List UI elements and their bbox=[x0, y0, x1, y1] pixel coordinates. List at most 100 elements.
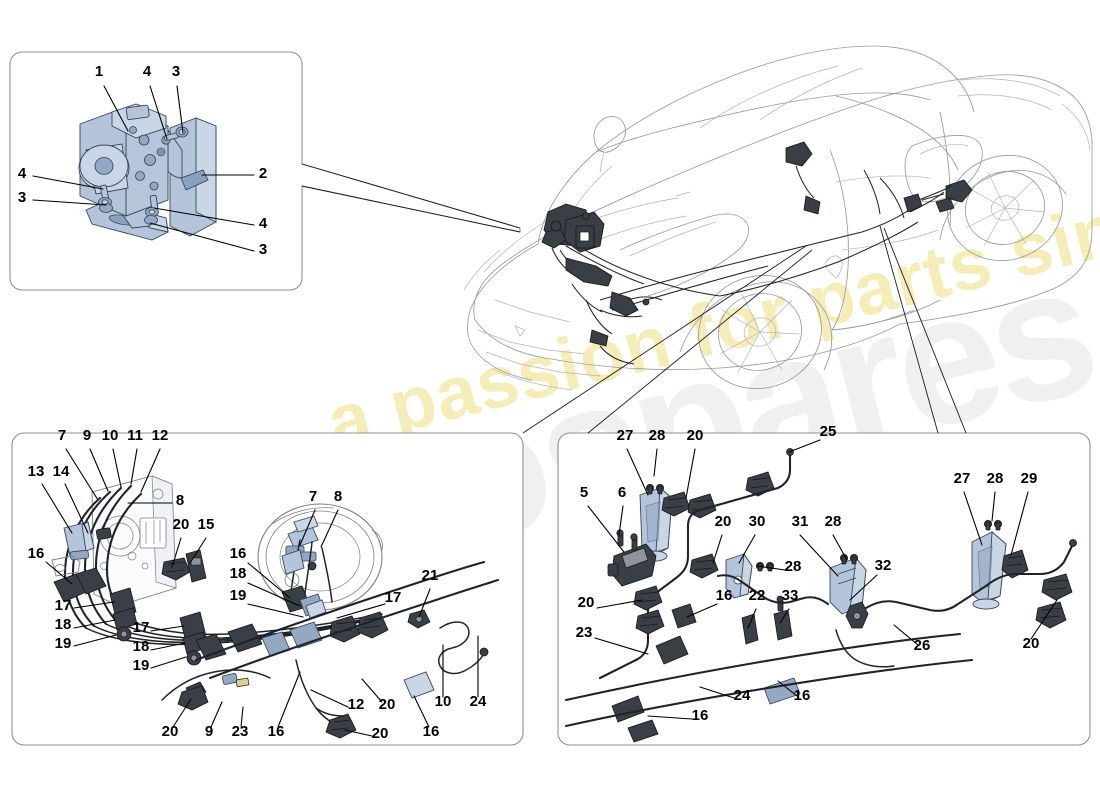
callout-1: 1 bbox=[95, 63, 129, 132]
callout-16: 16 bbox=[413, 695, 439, 740]
callout-number: 19 bbox=[133, 657, 150, 674]
callout-number: 16 bbox=[28, 545, 45, 562]
bolts-6 bbox=[616, 529, 638, 551]
callout-number: 24 bbox=[734, 687, 751, 704]
callout-8: 8 bbox=[127, 492, 184, 509]
callout-leader bbox=[103, 85, 129, 132]
callout-leader bbox=[699, 686, 735, 699]
callout-number: 33 bbox=[782, 587, 799, 604]
callout-leader bbox=[361, 678, 383, 703]
callout-leader bbox=[171, 537, 182, 568]
callout-number: 6 bbox=[618, 484, 626, 501]
callout-leader bbox=[626, 448, 649, 496]
callout-number: 8 bbox=[334, 488, 342, 505]
callout-number: 28 bbox=[987, 470, 1004, 487]
callout-20: 20 bbox=[171, 516, 190, 568]
clips-20-top bbox=[661, 471, 775, 519]
callout-number: 16 bbox=[794, 687, 811, 704]
callout-leader bbox=[310, 689, 349, 708]
callout-leader bbox=[112, 448, 122, 488]
callout-leader bbox=[149, 222, 255, 252]
callout-number: 17 bbox=[133, 619, 150, 636]
callout-27: 27 bbox=[954, 470, 983, 546]
callout-number: 16 bbox=[716, 587, 733, 604]
callout-leader bbox=[413, 695, 430, 728]
callout-number: 18 bbox=[133, 638, 150, 655]
callout-23: 23 bbox=[576, 624, 649, 655]
callout-16: 16 bbox=[777, 680, 811, 704]
callout-28: 28 bbox=[756, 558, 801, 575]
callout-3: 3 bbox=[172, 63, 184, 134]
callout-leader bbox=[1010, 491, 1029, 556]
fastener-lower-right bbox=[144, 194, 159, 225]
callout-number: 28 bbox=[825, 513, 842, 530]
callout-10: 10 bbox=[435, 644, 451, 710]
callout-leader bbox=[32, 175, 104, 190]
callout-18: 18 bbox=[133, 638, 186, 655]
callout-number: 10 bbox=[102, 427, 119, 444]
callout-leader bbox=[788, 439, 821, 453]
callout-28: 28 bbox=[987, 470, 1004, 522]
callout-number: 17 bbox=[55, 597, 72, 614]
callout-26: 26 bbox=[893, 624, 930, 654]
callout-number: 23 bbox=[576, 624, 593, 641]
callout-leader bbox=[320, 509, 339, 548]
callout-4: 4 bbox=[18, 165, 104, 190]
callout-number: 19 bbox=[230, 587, 247, 604]
callout-leader bbox=[777, 680, 798, 697]
callout-leader bbox=[32, 199, 107, 206]
abs-unit-drawing bbox=[78, 103, 217, 241]
callout-number: 7 bbox=[309, 488, 317, 505]
callout-17: 17 bbox=[55, 597, 115, 614]
callout-leader bbox=[596, 599, 643, 609]
callout-leader bbox=[140, 448, 161, 493]
callout-leader bbox=[653, 448, 658, 477]
clips-20-left-col bbox=[633, 585, 665, 635]
bolts-28-right bbox=[840, 554, 859, 565]
callout-16: 16 bbox=[230, 545, 291, 599]
callout-number: 19 bbox=[55, 635, 72, 652]
callout-leader bbox=[277, 671, 301, 728]
callout-20: 20 bbox=[162, 698, 192, 740]
callout-28: 28 bbox=[649, 427, 666, 477]
grommet-pair-16 bbox=[53, 567, 107, 603]
bolts-28-left bbox=[646, 483, 665, 495]
bracket-31 bbox=[829, 556, 869, 629]
callout-number: 23 bbox=[232, 723, 249, 740]
callout-19: 19 bbox=[133, 656, 187, 674]
callout-number: 20 bbox=[1023, 635, 1040, 652]
callout-number: 20 bbox=[162, 723, 179, 740]
callout-number: 20 bbox=[173, 516, 190, 533]
callout-leader bbox=[738, 534, 756, 564]
callout-20: 20 bbox=[685, 427, 703, 499]
callout-number: 31 bbox=[792, 513, 809, 530]
callout-number: 32 bbox=[875, 557, 892, 574]
callout-32: 32 bbox=[849, 557, 892, 601]
callout-number: 16 bbox=[692, 707, 709, 724]
callout-number: 28 bbox=[649, 427, 666, 444]
callout-29: 29 bbox=[1010, 470, 1038, 556]
callout-30: 30 bbox=[738, 513, 766, 564]
bolts-28-far-right bbox=[984, 520, 1003, 531]
callout-3: 3 bbox=[149, 222, 267, 258]
callout-leader bbox=[618, 505, 624, 536]
callout-33: 33 bbox=[779, 587, 799, 624]
callout-14: 14 bbox=[53, 463, 89, 534]
callout-number: 29 bbox=[1021, 470, 1038, 487]
callout-number: 30 bbox=[749, 513, 766, 530]
callout-number: 9 bbox=[83, 427, 91, 444]
callout-leader bbox=[130, 448, 138, 485]
callout-leader bbox=[65, 448, 99, 501]
callout-leader bbox=[686, 603, 718, 618]
callout-leader bbox=[176, 85, 184, 134]
callout-number: 8 bbox=[176, 492, 184, 509]
callout-8: 8 bbox=[320, 488, 342, 548]
callout-leader bbox=[247, 582, 301, 607]
callout-leader bbox=[45, 561, 73, 585]
callout-number: 11 bbox=[127, 427, 143, 444]
callout-number: 7 bbox=[58, 427, 66, 444]
callout-3: 3 bbox=[18, 189, 107, 206]
callout-number: 4 bbox=[18, 165, 27, 182]
callout-number: 21 bbox=[422, 567, 439, 584]
callout-20: 20 bbox=[344, 725, 388, 742]
